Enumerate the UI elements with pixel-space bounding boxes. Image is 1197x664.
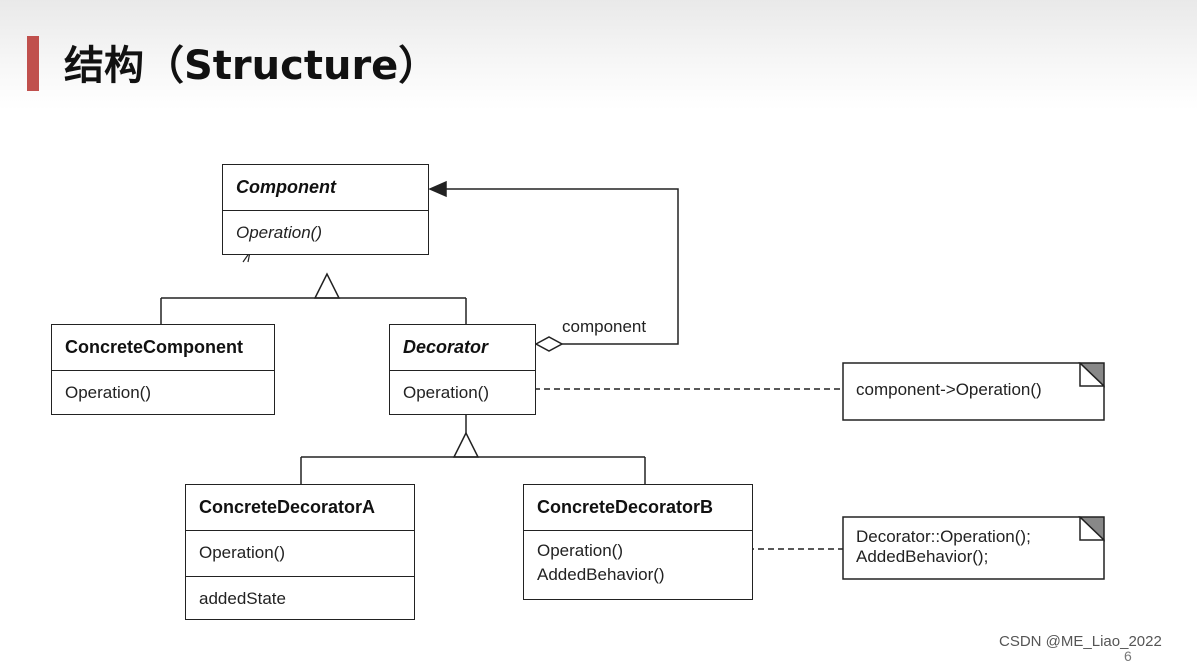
note-text-b-line2: AddedBehavior();: [856, 547, 989, 566]
class-component: Component Operation(): [222, 164, 429, 255]
title-accent-bar: [27, 36, 39, 91]
title-band: [0, 0, 1197, 110]
watermark: CSDN @ME_Liao_2022: [999, 633, 1162, 650]
inheritance-triangle-component: [313, 272, 341, 299]
operation: Operation(): [65, 383, 151, 402]
class-name: Decorator: [403, 337, 489, 357]
class-decorator: Decorator Operation(): [389, 324, 536, 415]
inheritance-triangle-decorator: [452, 431, 480, 458]
operation: Operation(): [199, 543, 285, 562]
aggregation-diamond: [534, 336, 564, 352]
note-text-decorator: component->Operation(): [856, 380, 1042, 399]
operation: AddedBehavior(): [537, 565, 665, 584]
attribute: addedState: [199, 589, 286, 608]
class-concrete-decorator-a: ConcreteDecoratorA Operation() addedStat…: [185, 484, 415, 620]
class-name: ConcreteDecoratorB: [537, 497, 714, 517]
slide-title: 结构（Structure）: [64, 43, 439, 89]
navigability-arrowhead: [428, 180, 447, 198]
note-box-concrete-decorator-b: [842, 516, 1105, 580]
note-corner-fold: [1078, 516, 1105, 542]
operation: Operation(): [236, 223, 322, 242]
note-box-decorator: [842, 362, 1105, 421]
class-concrete-decorator-b: ConcreteDecoratorB Operation() AddedBeha…: [523, 484, 753, 600]
note-corner-fold: [1078, 362, 1105, 388]
class-name: ConcreteComponent: [65, 337, 244, 357]
class-name: ConcreteDecoratorA: [199, 497, 376, 517]
operation: Operation(): [537, 541, 623, 560]
operation: Operation(): [403, 383, 489, 402]
aggregation-label: component: [562, 317, 647, 336]
class-concrete-component: ConcreteComponent Operation(): [51, 324, 275, 415]
page-number: 6: [1124, 648, 1132, 664]
class-name: Component: [236, 177, 336, 197]
note-text-b-line1: Decorator::Operation();: [856, 527, 1031, 546]
